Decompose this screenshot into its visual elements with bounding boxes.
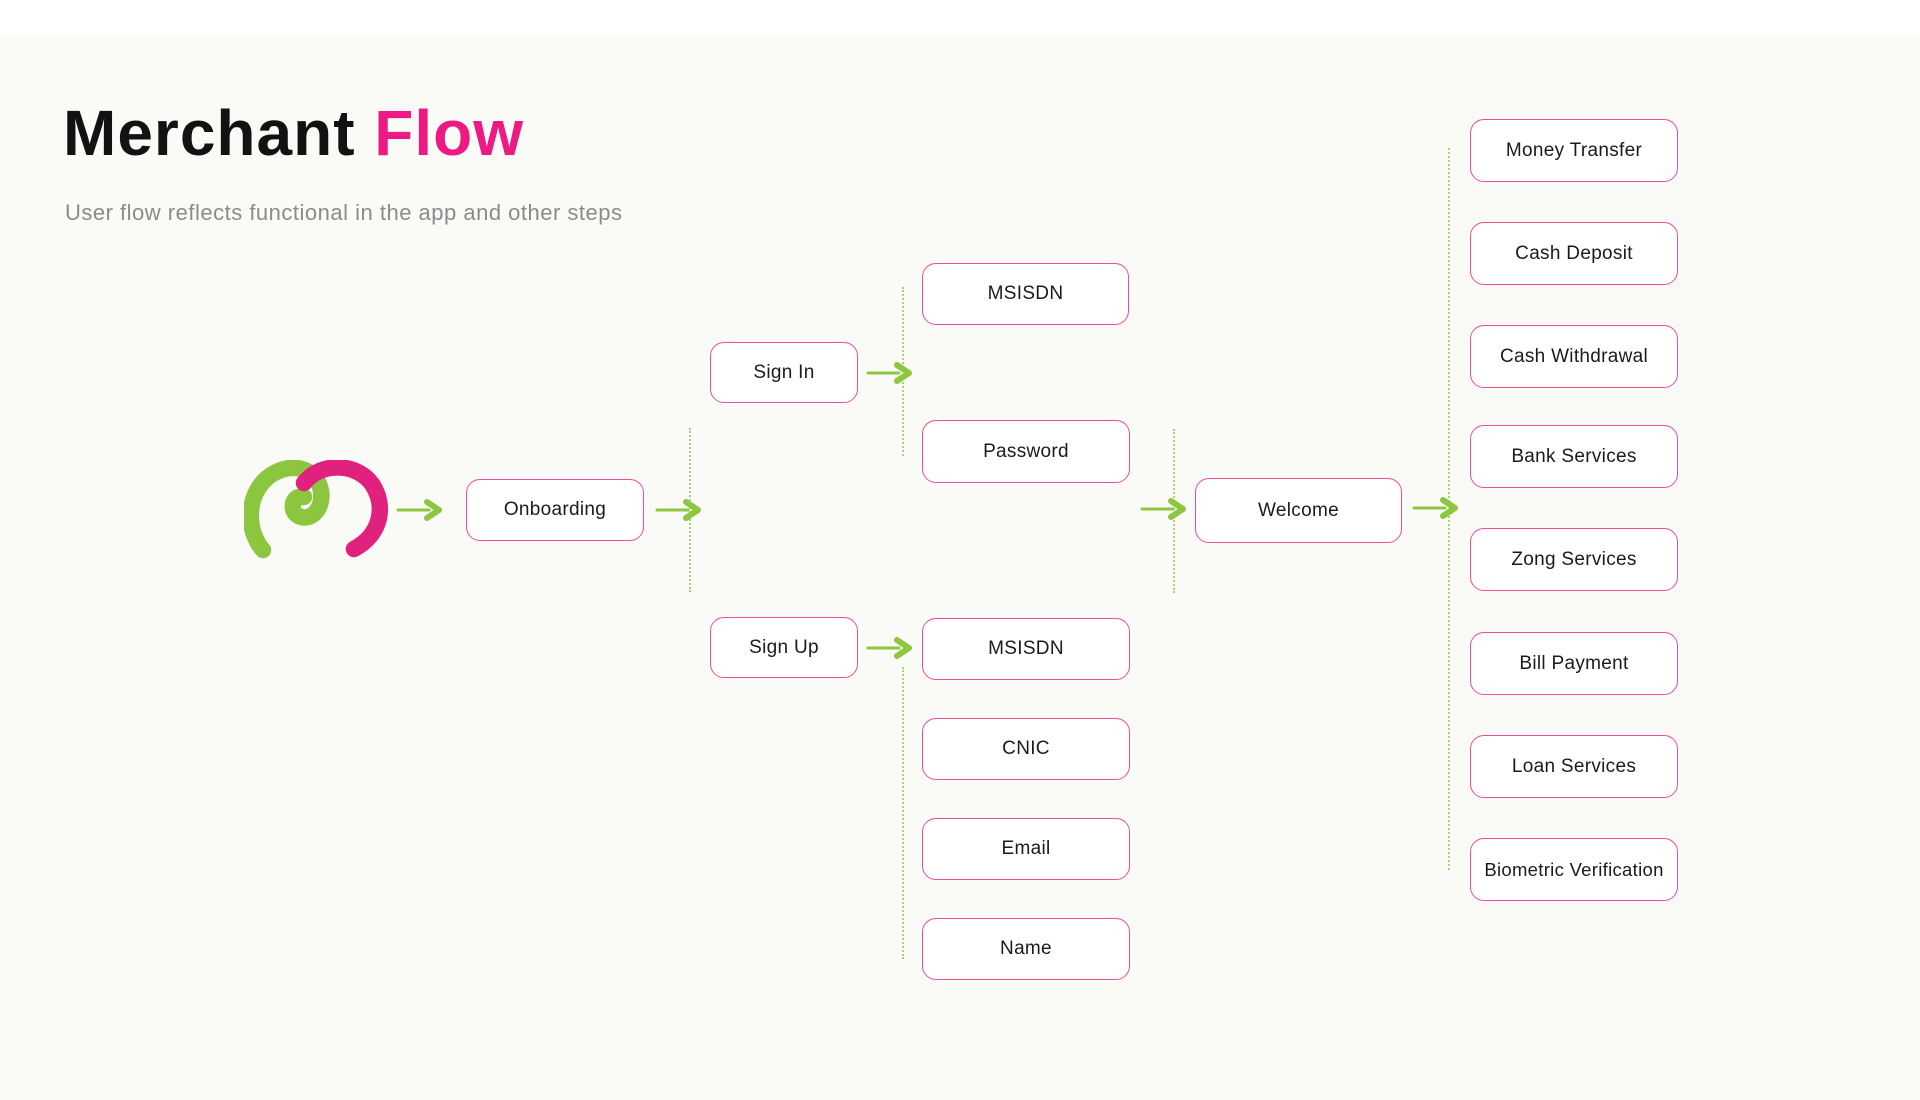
page-subtitle: User flow reflects functional in the app… bbox=[65, 200, 623, 225]
arrow-to-welcome bbox=[1140, 498, 1186, 520]
merchant-m-logo-icon bbox=[244, 460, 389, 559]
arrow-signin-to-fields bbox=[866, 362, 912, 384]
flow-node-cnic: CNIC bbox=[922, 718, 1130, 780]
flow-node-biometric-verification: Biometric Verification bbox=[1470, 838, 1678, 901]
branch-connector-onboarding bbox=[689, 428, 691, 592]
arrow-onboarding-to-branch bbox=[655, 499, 701, 521]
flow-node-bank-services: Bank Services bbox=[1470, 425, 1678, 488]
flow-node-email: Email bbox=[922, 818, 1130, 880]
arrow-signup-to-fields bbox=[866, 637, 912, 659]
flow-node-welcome: Welcome bbox=[1195, 478, 1402, 543]
top-white-strip bbox=[0, 0, 1920, 34]
flow-node-password: Password bbox=[922, 420, 1130, 483]
page-title-accent: Flow bbox=[374, 97, 525, 169]
page-title-primary: Merchant bbox=[63, 97, 356, 169]
flow-node-cash-deposit: Cash Deposit bbox=[1470, 222, 1678, 285]
flow-node-name: Name bbox=[922, 918, 1130, 980]
flow-node-sign-in: Sign In bbox=[710, 342, 858, 403]
branch-connector-welcome-in bbox=[1173, 429, 1175, 593]
flow-node-bill-payment: Bill Payment bbox=[1470, 632, 1678, 695]
arrow-logo-to-onboarding bbox=[396, 499, 442, 521]
flow-node-sign-up: Sign Up bbox=[710, 617, 858, 678]
flow-node-zong-services: Zong Services bbox=[1470, 528, 1678, 591]
flow-node-onboarding: Onboarding bbox=[466, 479, 644, 541]
flow-node-loan-services: Loan Services bbox=[1470, 735, 1678, 798]
branch-connector-signup bbox=[902, 667, 904, 959]
flow-node-money-transfer: Money Transfer bbox=[1470, 119, 1678, 182]
flow-node-msisdn-signup: MSISDN bbox=[922, 618, 1130, 680]
page-title: Merchant Flow bbox=[63, 96, 524, 170]
flow-node-cash-withdrawal: Cash Withdrawal bbox=[1470, 325, 1678, 388]
flow-node-msisdn-signin: MSISDN bbox=[922, 263, 1129, 325]
arrow-welcome-to-services bbox=[1412, 497, 1458, 519]
